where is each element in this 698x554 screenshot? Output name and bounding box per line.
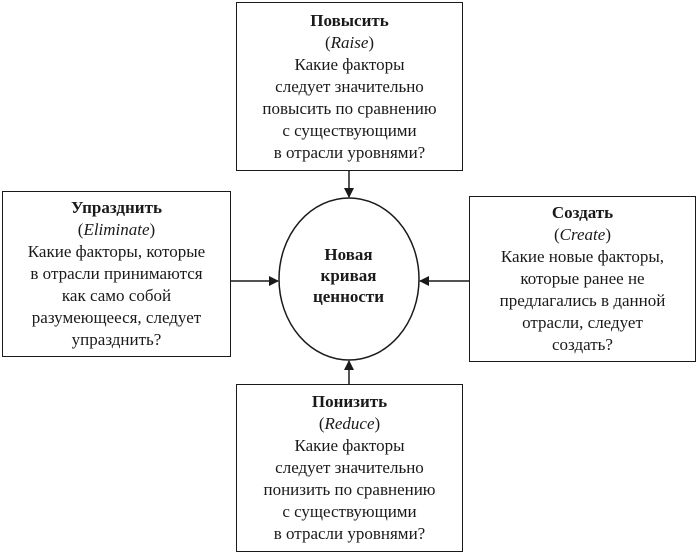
center-label: Новая кривая ценности bbox=[312, 245, 385, 306]
eliminate-title: Упразднить bbox=[71, 198, 162, 217]
reduce-box: Понизить (Reduce) Какие факторы следует … bbox=[236, 384, 463, 552]
create-box: Создать (Create) Какие новые факторы, ко… bbox=[469, 196, 696, 362]
raise-latin-term: (Raise) bbox=[324, 32, 375, 52]
create-description: Какие новые факторы, которые ранее не пр… bbox=[499, 247, 666, 354]
eliminate-box: Упразднить (Eliminate) Какие факторы, ко… bbox=[2, 191, 231, 357]
create-latin-term: (Create) bbox=[554, 225, 611, 244]
reduce-title: Понизить bbox=[311, 392, 388, 411]
reduce-description: Какие факторы следует значительно понизи… bbox=[263, 436, 436, 543]
create-title: Создать bbox=[551, 203, 614, 222]
eliminate-latin-term: (Eliminate) bbox=[77, 220, 156, 239]
raise-description: Какие факторы следует значительно повыси… bbox=[262, 54, 437, 162]
reduce-latin-term: (Reduce) bbox=[318, 414, 381, 433]
raise-box: Повысить (Raise) Какие факторы следует з… bbox=[236, 2, 463, 171]
eliminate-description: Какие факторы, которые в отрасли принима… bbox=[27, 242, 206, 349]
raise-title: Повысить bbox=[310, 10, 389, 30]
